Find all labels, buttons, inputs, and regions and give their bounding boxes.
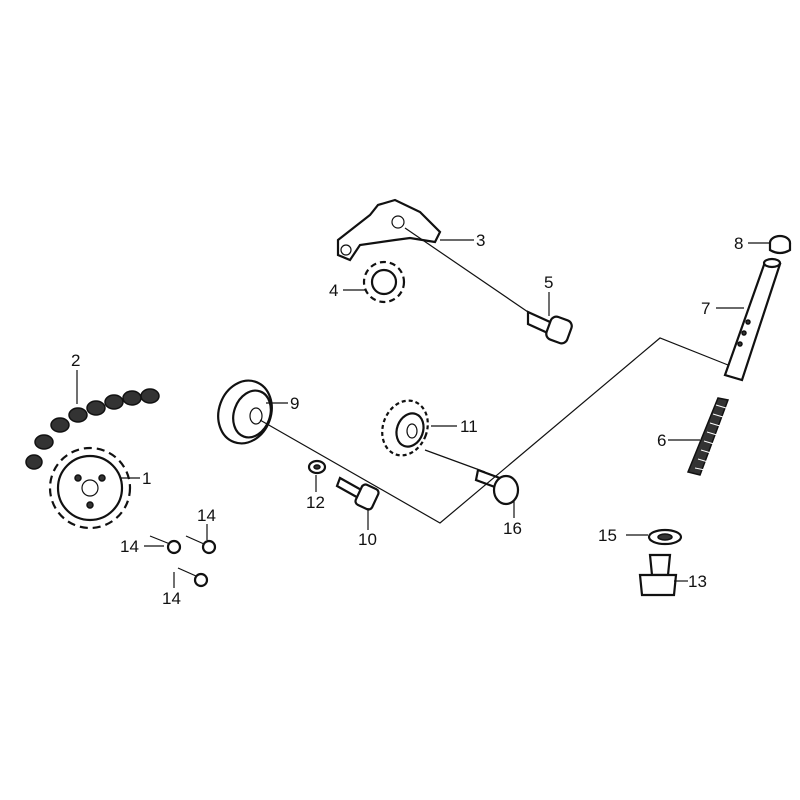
- callout-13: 13: [688, 572, 707, 591]
- small-sprocket: [362, 260, 406, 304]
- callout-numbers: 1 2 3 4 5 6 7 8 9 10 11 12 13 14 14 14 1…: [71, 231, 743, 608]
- callout-9: 9: [290, 394, 299, 413]
- callout-7: 7: [701, 299, 710, 318]
- callout-12: 12: [306, 493, 325, 512]
- callout-6: 6: [657, 431, 666, 450]
- screw-14a: [149, 535, 182, 555]
- assembly-lines: [259, 227, 729, 524]
- push-rod-7: [723, 257, 782, 382]
- cam-sprocket: [48, 446, 132, 530]
- cap-8: [768, 234, 792, 255]
- screw-14b: [185, 535, 217, 555]
- chain-links: [25, 388, 160, 470]
- callout-8: 8: [734, 234, 743, 253]
- callout-16: 16: [503, 519, 522, 538]
- tensioner-bracket: [336, 198, 442, 262]
- callout-3: 3: [476, 231, 485, 250]
- drive-chain: [25, 281, 478, 563]
- callout-5: 5: [544, 273, 553, 292]
- sealing-bolt-13: [638, 553, 678, 597]
- callout-14b: 14: [197, 506, 216, 525]
- tensioner-spring-6: [686, 397, 730, 476]
- screw-14c: [177, 567, 209, 588]
- callout-15: 15: [598, 526, 617, 545]
- callout-14c: 14: [162, 589, 181, 608]
- guide-roller-9: [217, 379, 273, 445]
- washer-12: [307, 459, 327, 475]
- callout-4: 4: [329, 281, 338, 300]
- bolt-5: [526, 310, 573, 345]
- callout-2: 2: [71, 351, 80, 370]
- callout-11: 11: [460, 417, 478, 436]
- roller-11: [381, 399, 429, 457]
- bolt-10: [335, 476, 380, 511]
- leader-lines: [76, 239, 770, 588]
- callout-1: 1: [142, 469, 151, 488]
- callout-10: 10: [358, 530, 377, 549]
- callout-14a: 14: [120, 537, 139, 556]
- sealing-washer-15: [647, 528, 683, 546]
